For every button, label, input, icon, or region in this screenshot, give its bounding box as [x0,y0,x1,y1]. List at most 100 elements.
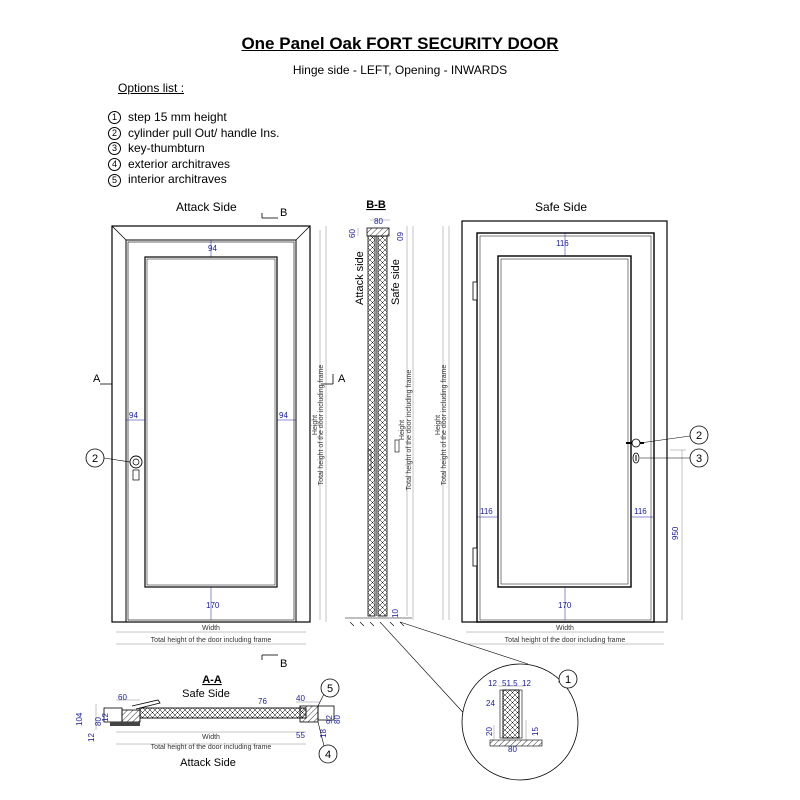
aa-80-dim: 80 [94,717,103,726]
safe-handle-height-dim: 950 [671,526,680,540]
section-a-left-marker: A [93,373,101,385]
aa-12b-dim: 12 [101,713,110,722]
aa-width-label: Width [202,734,220,741]
safe-bottom-dim: 170 [558,601,572,610]
options-header: Options list : [118,81,185,95]
attack-architrave-outer [111,225,311,623]
aa-80r-dim: 80 [333,715,342,724]
detail-12a-dim: 12 [488,679,497,688]
section-aa-title: A-A [202,674,222,686]
detail-51-5-dim: 51.5 [502,679,518,688]
callout-2-left-label: 2 [92,453,98,465]
callout-2-left [85,448,105,468]
section-b-bottom-marker: B [280,658,287,670]
section-b-top-marker: B [280,207,287,219]
bb-top-left-dim: 60 [348,229,357,238]
attack-side-label: Attack Side [176,200,237,214]
callout-4 [318,744,338,764]
section-bb: B-B 80 60 60 10 Attack side Safe side He… [345,199,529,721]
callout-3-label: 3 [696,453,702,465]
option-item: 5 interior architraves [108,172,279,188]
option-item: 3 key-thumbturn [108,141,279,157]
attack-height-label: Height [312,415,319,435]
safe-width-label: Width [556,625,574,632]
aa-safe-side-label: Safe Side [182,688,230,700]
safe-height-label: Height [435,415,442,435]
attack-door-leaf [125,239,297,623]
detail-24-dim: 24 [486,699,495,708]
section-bb-title: B-B [366,199,386,211]
safe-right-dim: 116 [634,507,647,516]
callout-2-right-label: 2 [696,430,702,442]
safe-total-width-label: Total height of the door including frame [505,637,626,644]
hinge-top-icon [472,281,478,301]
aa-104-dim: 104 [75,712,84,726]
option-text: cylinder pull Out/ handle Ins. [128,125,280,140]
bb-total-height-label: Total height of the door including frame [406,370,413,491]
drawing-subtitle: Hinge side - LEFT, Opening - INWARDS [292,63,508,77]
safe-top-dim: 116 [556,239,569,248]
option-text: exterior architraves [128,156,231,171]
aa-attack-side-label: Attack Side [180,757,236,769]
safe-frame-outer [461,220,668,623]
bb-attack-side-label: Attack side [354,251,366,305]
bb-bottom-dim: 10 [391,609,400,618]
callout-5 [320,678,340,698]
attack-left-dim: 94 [129,411,138,420]
option-number: 4 [108,158,121,172]
option-text: key-thumbturn [128,141,205,156]
safe-left-dim: 116 [480,507,493,516]
bb-leaf [377,235,388,617]
callout-5-label: 5 [327,683,333,695]
bb-top-width-dim: 80 [374,217,383,226]
safe-side-label: Safe Side [535,200,588,214]
attack-bottom-dim: 170 [206,601,220,610]
bb-top-right-dim: 60 [395,232,404,241]
safe-glazing-panel [497,255,632,588]
option-number: 2 [108,126,121,140]
aa-leaf [139,707,307,719]
detail-20-dim: 20 [485,727,494,736]
callout-3 [689,448,709,468]
option-text: step 15 mm height [128,110,227,124]
bb-height-label: Height [399,420,406,440]
option-number: 1 [108,111,121,125]
attack-total-height-label: Total height of the door including frame [318,365,325,486]
callout-1 [558,669,578,689]
callout-2-right [689,425,709,445]
attack-side-elevation: B B A A 94 94 94 170 Width Total height … [85,207,346,670]
aa-40-dim: 40 [296,694,305,703]
attack-glazing-panel [144,256,278,588]
handle-icon [631,438,641,448]
callout-4-label: 4 [325,749,331,761]
attack-width-label: Width [202,625,220,632]
aa-18-dim: 18 [319,729,328,738]
attack-right-dim: 94 [279,411,288,420]
option-number: 5 [108,173,121,187]
hinge-bottom-icon [472,547,478,567]
aa-60-dim: 60 [118,693,127,702]
aa-12-dim: 12 [87,733,96,742]
safe-side-elevation: 116 116 116 170 950 Width Total height o… [435,220,709,645]
option-text: interior architraves [128,172,227,187]
aa-92-dim: 92 [325,715,334,724]
safe-door-leaf [476,232,655,623]
section-a-right-marker: A [338,373,346,385]
aa-76-dim: 76 [258,697,267,706]
drawing-title: One Panel Oak FORT SECURITY DOOR [241,34,559,53]
detail-15-dim: 15 [531,727,540,736]
safe-total-height-label: Total height of the door including frame [441,365,448,486]
callout-1-label: 1 [565,674,571,686]
option-number: 3 [108,142,121,156]
aa-total-width-label: Total height of the door including frame [151,744,272,751]
attack-top-dim: 94 [208,244,217,253]
attack-total-width-label: Total height of the door including frame [151,637,272,644]
option-item: 4 exterior architraves [108,157,279,173]
option-item: 2 cylinder pull Out/ handle Ins. [108,126,279,142]
section-aa: A-A Safe Side Attack Side 60 76 40 104 1… [75,674,342,769]
aa-55-dim: 55 [296,731,305,740]
detail-step: 12 51.5 12 24 20 15 80 1 [461,663,579,781]
bb-frame-left [367,235,376,617]
detail-12b-dim: 12 [522,679,531,688]
